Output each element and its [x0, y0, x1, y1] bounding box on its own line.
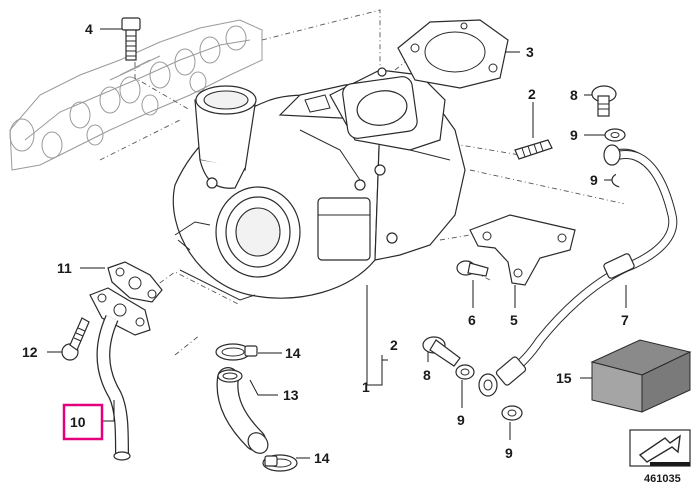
gasket-3-part	[397, 19, 509, 89]
callout-9-lower-2: 9	[505, 445, 513, 461]
callout-4: 4	[85, 21, 93, 37]
callout-15: 15	[556, 370, 572, 386]
callout-8-upper: 8	[570, 87, 578, 103]
bracket-5-part	[469, 214, 576, 286]
callout-13: 13	[283, 387, 299, 403]
callout-14-lower: 14	[314, 450, 330, 466]
kit-box-15-part	[590, 339, 692, 413]
callout-14-upper: 14	[285, 345, 301, 361]
callout-7: 7	[621, 312, 629, 328]
bolt-8-lower-part	[422, 336, 461, 367]
callout-2-lower: 2	[390, 337, 398, 353]
callout-11: 11	[57, 260, 72, 276]
callout-10-highlight	[62, 403, 104, 441]
stud-2-part	[514, 139, 553, 160]
callout-9-upper-2: 9	[590, 172, 598, 188]
gasket-11-part	[107, 261, 163, 303]
callout-10: 10	[70, 414, 86, 430]
reference-icon	[629, 429, 691, 467]
callout-6: 6	[468, 312, 476, 328]
turbocharger-part	[172, 67, 466, 301]
callout-9-lower: 9	[457, 412, 465, 428]
callout-labels: 4 3 2 8 9 9 1 2 11 12 10 14 13 14 6 5 7 …	[22, 21, 629, 466]
oil-feed-line-7-part	[478, 144, 678, 397]
hose-clamp-14-upper-part	[215, 343, 258, 361]
hose-clamp-14-lower-part	[262, 454, 298, 472]
callout-3: 3	[526, 44, 534, 60]
exhaust-manifold-ghost	[9, 19, 263, 171]
callout-9-upper: 9	[570, 127, 578, 143]
leader-lines	[47, 28, 627, 459]
washer-9-lower-part	[455, 364, 523, 421]
reference-number: 461035	[644, 473, 681, 485]
bolt-12-part	[61, 317, 90, 361]
callout-5: 5	[510, 312, 518, 328]
hose-13-part	[216, 367, 269, 454]
callout-1: 1	[362, 379, 370, 395]
callout-8-lower: 8	[423, 367, 431, 383]
bolt-4-part	[121, 17, 141, 61]
callout-2-upper: 2	[528, 86, 536, 102]
oil-return-pipe-10-part	[89, 287, 151, 461]
bolt-8-upper-part	[591, 85, 617, 117]
bolt-6-part	[456, 260, 489, 277]
callout-12: 12	[22, 344, 38, 360]
